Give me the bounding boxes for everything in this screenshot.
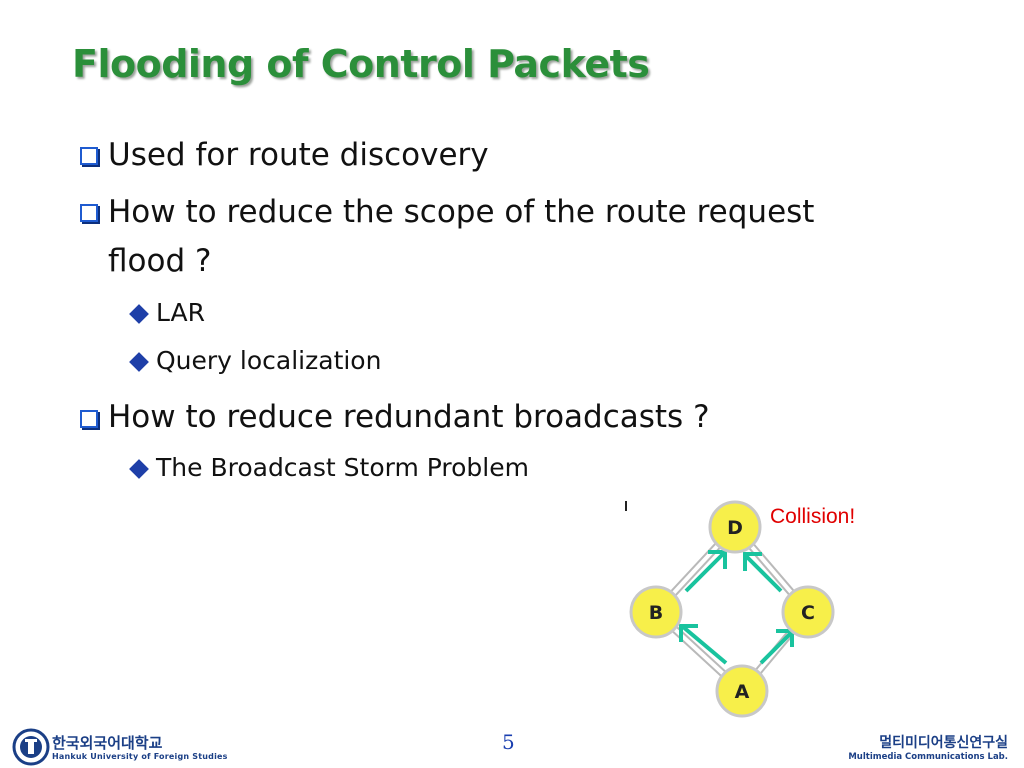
arrow-b-to-d: [684, 550, 727, 593]
sub-bullet-lar: LAR: [156, 298, 205, 327]
bullet-1-text: Used for route discovery: [108, 137, 489, 173]
page-number: 5: [502, 730, 515, 754]
bullet-2-text-continued: flood ?: [108, 243, 212, 279]
university-seal-icon: [12, 728, 50, 766]
slide-title: Flooding of Control Packets: [72, 42, 650, 86]
lab-name-korean: 멀티미디어통신연구실: [879, 735, 1008, 751]
node-d: D: [708, 500, 762, 554]
university-name-korean: 한국외국어대학교: [52, 734, 163, 752]
node-c: C: [781, 585, 835, 639]
node-a: A: [715, 664, 769, 718]
bullet-2-text: How to reduce the scope of the route req…: [108, 194, 815, 230]
collision-annotation: Collision!: [770, 505, 856, 528]
sub-bullet-query-localization: Query localization: [156, 346, 382, 375]
node-d-label: D: [727, 517, 743, 539]
square-bullet-icon: [80, 147, 98, 165]
arrow-c-to-d: [743, 552, 783, 593]
university-name-english: Hankuk University of Foreign Studies: [52, 752, 228, 761]
bullet-3-text: How to reduce redundant broadcasts ?: [108, 399, 710, 435]
node-c-label: C: [801, 602, 815, 624]
lab-name-english: Multimedia Communications Lab.: [848, 752, 1008, 762]
sub-bullet-broadcast-storm: The Broadcast Storm Problem: [156, 453, 529, 482]
node-a-label: A: [735, 681, 750, 703]
arrow-a-to-b: [679, 624, 728, 665]
square-bullet-icon: [80, 410, 98, 428]
square-bullet-icon: [80, 204, 98, 222]
arrow-a-to-c: [759, 629, 794, 665]
stray-mark: [625, 501, 627, 511]
node-b: B: [629, 585, 683, 639]
node-b-label: B: [649, 602, 663, 624]
